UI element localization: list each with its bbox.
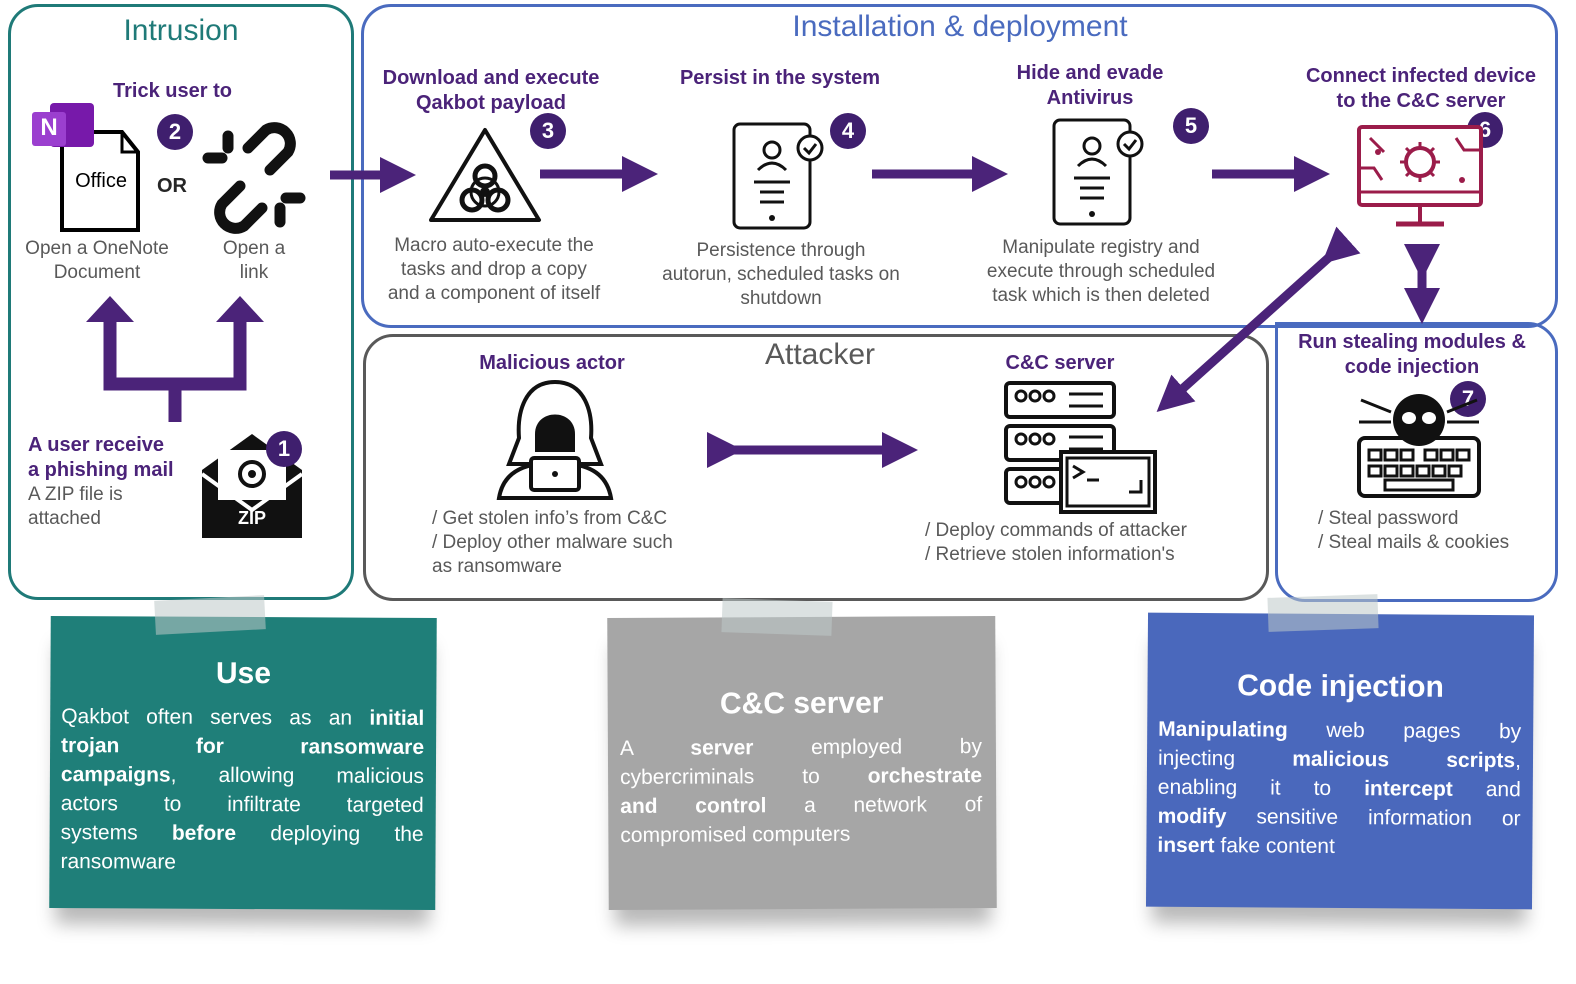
note-text-run: insert (1157, 833, 1215, 858)
note-text-run: for (195, 734, 224, 758)
note-text-run: systems (60, 821, 172, 845)
note-text-run: a network of (766, 793, 983, 818)
step-3-desc: Macro auto-execute the tasks and drop a … (387, 235, 601, 304)
step-3-title: Download and execute Qakbot payload (382, 67, 600, 114)
broken-link-icon (202, 122, 306, 234)
step-1-title: A user receive a phishing mail (28, 434, 174, 481)
step-6-title: Connect infected device to the C&C serve… (1305, 65, 1537, 112)
note-text-run: malicious scripts (1292, 747, 1516, 773)
note-text-run: before (171, 821, 237, 845)
cc-note-body: A server employed by cybercriminals to o… (620, 732, 983, 850)
cc-note-tape (721, 598, 833, 636)
onenote-badge: N (40, 114, 58, 141)
note-text-run: intercept (1364, 777, 1453, 801)
note-text-run: A (619, 736, 691, 760)
note-text-run: , allowing malicious (170, 763, 424, 788)
step-5-desc: Manipulate registry and execute through … (986, 237, 1216, 306)
server-terminal-icon (1004, 381, 1157, 514)
cc-note-title: C&C server (719, 686, 884, 721)
note-text-run: campaigns (60, 763, 171, 787)
note-text-run: , (1515, 749, 1522, 773)
use-note: Use Qakbot often serves as an initial tr… (49, 615, 437, 911)
step-5-badge: 5 (1173, 108, 1209, 144)
note-text-run: injecting (1157, 746, 1293, 771)
or-label: OR (157, 175, 187, 197)
cc-server-title: C&C server (1005, 352, 1115, 374)
cc-note: C&C server A server employed by cybercri… (607, 615, 997, 911)
note-text-run: Qakbot often serves as an (61, 705, 370, 730)
note-text-run: initial (369, 706, 425, 730)
note-text-run: ransomware (300, 735, 425, 759)
step-2-badge: 2 (157, 114, 193, 150)
step-4-title: Persist in the system (679, 67, 881, 89)
note-text-run: orchestrate (867, 764, 983, 788)
note-text-run: ransomware (60, 850, 177, 874)
actor-desc: / Get stolen info’s from C&C / Deploy ot… (432, 508, 673, 577)
arrow-6-cc (1156, 226, 1361, 413)
use-note-body: Qakbot often serves as an initial trojan… (60, 702, 424, 878)
note-text-run: fake content (1214, 834, 1335, 858)
skull-keyboard-icon (1357, 394, 1481, 498)
infected-monitor-icon (1357, 125, 1483, 227)
office-label: Office (75, 170, 127, 192)
step-5-title: Hide and evade Antivirus (1016, 62, 1164, 109)
code-injection-note-tape (1267, 594, 1379, 632)
installation-title: Installation & deployment (792, 10, 1128, 43)
note-text-run: enabling it to (1157, 775, 1365, 801)
note-text-run: and (1452, 777, 1521, 802)
note-text-run: cybercriminals to (620, 764, 868, 789)
step-1-badge: 1 (266, 431, 302, 467)
attacker-title: Attacker (764, 338, 876, 371)
step-4-badge: 4 (830, 113, 866, 149)
installation-panel (361, 4, 1558, 328)
step-1-desc: A ZIP file is attached (28, 484, 123, 529)
phone-user-check-icon (1052, 118, 1144, 226)
code-injection-note-title: Code injection (1237, 669, 1444, 704)
note-text-run: sensitive information or (1226, 805, 1521, 831)
phone-user-check-icon (732, 122, 824, 230)
note-text-run: server (690, 736, 754, 760)
note-text-run: trojan (61, 734, 120, 758)
use-note-title: Use (215, 656, 272, 691)
step-3-badge: 3 (530, 113, 566, 149)
option-a-desc: Open a OneNote Document (25, 238, 169, 283)
step-2-title: Trick user to (113, 80, 232, 102)
arrow-1-to-2-fork (103, 318, 247, 422)
code-injection-note-body: Manipulating web pages by injecting mali… (1157, 715, 1521, 863)
step-7-title: Run stealing modules & code injection (1298, 331, 1526, 378)
note-text-run: web pages by (1287, 718, 1522, 744)
step-7-desc: / Steal password / Steal mails & cookies (1318, 508, 1510, 553)
actor-title: Malicious actor (479, 352, 625, 374)
cc-server-desc: / Deploy commands of attacker / Retrieve… (925, 520, 1187, 565)
hacker-icon (496, 379, 614, 500)
option-b-desc: Open a link (222, 238, 286, 283)
note-text-run: Manipulating (1158, 717, 1288, 742)
zip-label: ZIP (237, 508, 266, 528)
note-text-run: deploying the (236, 821, 424, 846)
note-text-run: actors to infiltrate targeted (60, 792, 424, 817)
note-text-run: modify (1157, 804, 1227, 829)
use-note-tape (154, 595, 266, 635)
intrusion-title: Intrusion (123, 14, 239, 47)
code-injection-note: Code injection Manipulating web pages by… (1145, 612, 1535, 910)
note-text-run: employed by (753, 735, 982, 760)
step-4-desc: Persistence through autorun, scheduled t… (662, 240, 900, 309)
onenote-office-icon: N Office (30, 100, 142, 235)
note-text-run: compromised computers (620, 822, 851, 847)
note-text-run: and control (620, 794, 767, 818)
biohazard-warning-icon (429, 128, 541, 222)
